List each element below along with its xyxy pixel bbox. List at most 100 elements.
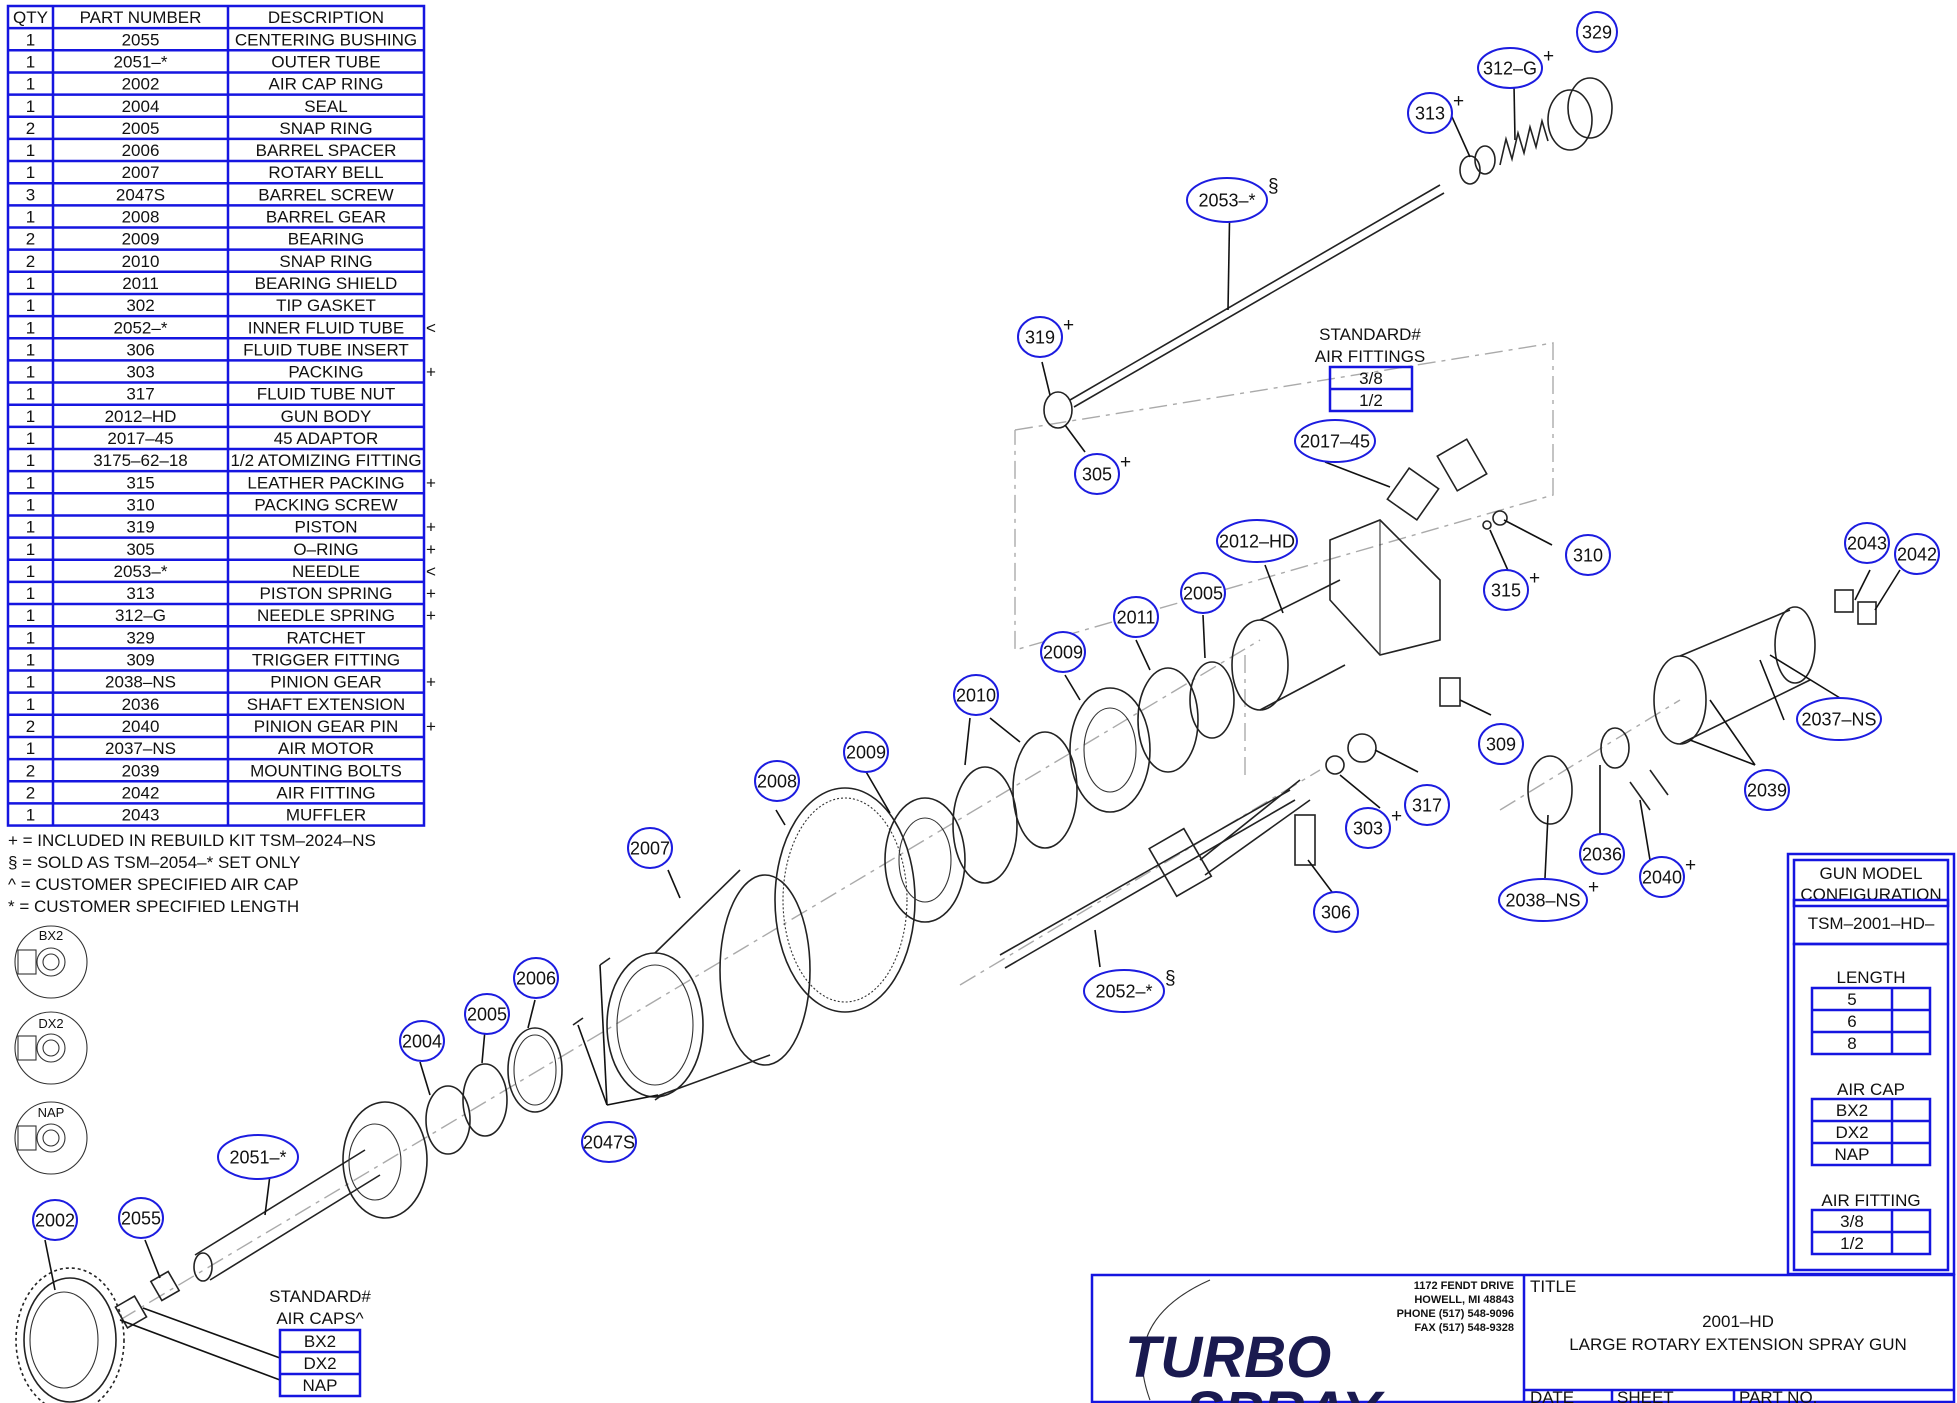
part-callouts: 329312–G+313+2053–*§319+305+2017–452012–… — [32, 11, 1940, 1241]
row-part-number: 2055 — [122, 30, 160, 49]
fluid-tube-nut-part — [1347, 733, 1377, 763]
callout-305: 305+ — [1074, 452, 1131, 495]
row-part-number: 305 — [126, 540, 154, 559]
callout-label: 329 — [1582, 23, 1612, 43]
callout-label: 310 — [1573, 546, 1603, 566]
callout-306: 306 — [1313, 891, 1359, 933]
svg-text:STANDARD#: STANDARD# — [1319, 325, 1421, 344]
row-part-number: 2011 — [122, 274, 159, 293]
callout-label: 2004 — [402, 1032, 442, 1052]
air-cap-options-table: BX2 DX2 NAP — [1810, 1097, 1932, 1167]
row-part-number: 2006 — [122, 141, 160, 160]
callout-2009b: 2009 — [843, 731, 889, 773]
row-description: 1/2 ATOMIZING FITTING — [230, 451, 421, 470]
ratchet-part — [1547, 89, 1593, 151]
snap-ring-part-b — [952, 766, 1018, 884]
barrel-spacer-part — [507, 1027, 563, 1113]
row-description: O–RING — [293, 540, 358, 559]
row-qty: 1 — [26, 562, 35, 581]
needle-spring-part — [1499, 117, 1549, 166]
row-description: AIR MOTOR — [278, 739, 374, 758]
row-qty: 1 — [26, 385, 35, 404]
table-header: QTY — [13, 8, 48, 27]
row-description: MOUNTING BOLTS — [250, 761, 402, 780]
bearing-part-a — [884, 797, 966, 923]
callout-label: 2017–45 — [1300, 432, 1370, 452]
bearing-part-b — [1069, 687, 1151, 813]
callout-label: 2036 — [1582, 845, 1622, 865]
row-qty: 1 — [26, 451, 35, 470]
row-qty: 1 — [26, 651, 35, 670]
row-qty: 1 — [26, 141, 35, 160]
callout-2007: 2007 — [627, 827, 673, 869]
svg-text:1/2: 1/2 — [1840, 1234, 1864, 1253]
callout-2036: 2036 — [1579, 833, 1625, 875]
snap-ring-part-a — [462, 1063, 508, 1137]
row-qty: 1 — [26, 296, 35, 315]
air-cap-option: NAP — [303, 1376, 338, 1395]
row-part-number: 312–G — [115, 606, 166, 625]
row-part-number: 2043 — [122, 806, 160, 825]
row-qty: 1 — [26, 340, 35, 359]
callout-label: 2006 — [516, 969, 556, 989]
callout-2051: 2051–* — [217, 1134, 299, 1180]
row-part-number: 2017–45 — [107, 429, 173, 448]
svg-text:AIR CAP: AIR CAP — [1837, 1080, 1905, 1099]
inner-fluid-tube-part — [999, 779, 1311, 969]
svg-text:AIR FITTING: AIR FITTING — [1821, 1191, 1920, 1210]
callout-label: 2009 — [1043, 643, 1083, 663]
air-cap-option: BX2 — [304, 1332, 336, 1351]
callout-2043: 2043 — [1844, 522, 1890, 564]
svg-text:6: 6 — [1847, 1012, 1856, 1031]
row-qty: 2 — [26, 761, 35, 780]
row-part-number: 2040 — [122, 717, 160, 736]
row-qty: 1 — [26, 75, 35, 94]
centering-bushing-part — [114, 1270, 181, 1329]
row-qty: 1 — [26, 628, 35, 647]
svg-text:TITLE: TITLE — [1530, 1277, 1576, 1296]
row-description: PISTON — [295, 518, 358, 537]
row-mark: + — [426, 584, 436, 603]
row-qty: 1 — [26, 163, 35, 182]
callout-310: 310 — [1565, 534, 1611, 576]
callout-suffix: + — [1685, 855, 1696, 876]
air-fitting-option: 3/8 — [1359, 369, 1383, 388]
callout-label: 2005 — [1183, 584, 1223, 604]
row-description: OUTER TUBE — [271, 52, 380, 71]
callout-label: 2009 — [846, 743, 886, 763]
callout-label: 2008 — [757, 772, 797, 792]
air-cap-icon-bx2: BX2 — [14, 925, 88, 999]
snap-ring-part-c — [1012, 731, 1078, 849]
row-qty: 1 — [26, 540, 35, 559]
callout-label: 2051–* — [229, 1148, 286, 1168]
svg-text:DX2: DX2 — [1835, 1123, 1868, 1142]
note-rebuild-kit: + = INCLUDED IN REBUILD KIT TSM–2024–NS — [8, 831, 376, 850]
callout-suffix: + — [1120, 452, 1131, 473]
row-description: PINION GEAR — [270, 673, 381, 692]
row-qty: 1 — [26, 363, 35, 382]
callout-label: 2038–NS — [1505, 891, 1580, 911]
callout-label: 2043 — [1847, 534, 1887, 554]
callout-label: 2039 — [1747, 781, 1787, 801]
packing-part — [1325, 755, 1345, 775]
callout-suffix: + — [1529, 568, 1540, 589]
fluid-tube-insert-part — [1294, 814, 1316, 866]
callout-2052: 2052–*§ — [1083, 968, 1176, 1013]
callout-2039: 2039 — [1744, 769, 1790, 811]
gun-model-configuration: GUN MODEL CONFIGURATION TSM–2001–HD– LEN… — [1786, 852, 1956, 1276]
legend-notes: + = INCLUDED IN REBUILD KIT TSM–2024–NS … — [8, 831, 376, 916]
row-description: RATCHET — [286, 628, 365, 647]
adaptor-45-part — [1386, 466, 1440, 522]
leather-packing-part — [1482, 520, 1492, 530]
air-cap-icon-dx2: DX2 — [14, 1011, 88, 1085]
row-description: PACKING — [288, 363, 363, 382]
